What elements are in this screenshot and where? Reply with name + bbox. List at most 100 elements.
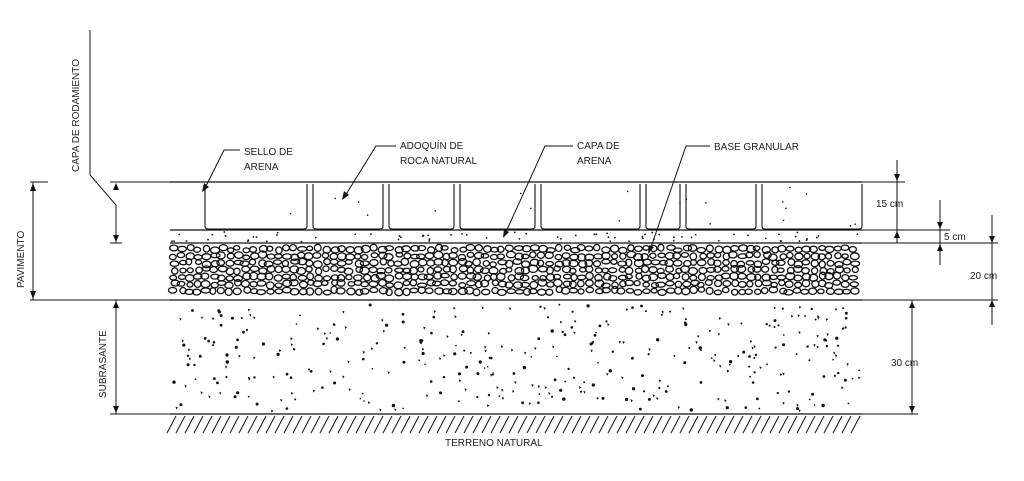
- subgrade-grain: [394, 408, 397, 412]
- hatch-line: [490, 415, 501, 434]
- hatch-line: [832, 415, 843, 434]
- subgrade-grain: [658, 387, 661, 390]
- hatch-line: [463, 415, 474, 434]
- gravel-stone: [331, 279, 339, 287]
- subgrade-grain: [299, 314, 301, 317]
- gravel-stone: [841, 253, 849, 259]
- capa-rodamiento-label: CAPA DE RODAMIENTO: [71, 59, 82, 172]
- gravel-stone: [296, 245, 308, 252]
- gravel-stone: [423, 273, 434, 281]
- subgrade-grain: [607, 323, 610, 327]
- subgrade-grain: [335, 337, 339, 341]
- subgrade-grain: [719, 364, 722, 368]
- gravel-stone: [810, 259, 819, 268]
- gravel-stone: [289, 287, 300, 296]
- gravel-stone: [504, 244, 514, 252]
- gravel-stone: [610, 258, 618, 265]
- gravel-stone: [225, 267, 235, 276]
- gravel-stone: [761, 258, 771, 266]
- gravel-stone: [433, 250, 444, 260]
- gravel-stone: [458, 265, 469, 273]
- subgrade-grain: [289, 376, 293, 380]
- gravel-stone: [185, 258, 193, 266]
- subgrade-grain: [293, 348, 296, 351]
- gravel-stone: [306, 245, 314, 252]
- subgrade-grain: [312, 389, 316, 393]
- subgrade-grain: [846, 362, 849, 366]
- gravel-stone: [288, 243, 298, 252]
- sand-dot: [609, 240, 612, 243]
- subgrade-grain: [238, 354, 241, 358]
- subgrade-grain: [835, 336, 839, 340]
- gravel-stone: [457, 253, 467, 262]
- subgrade-grain: [598, 324, 602, 328]
- gravel-stone: [195, 266, 204, 274]
- hatch-line: [355, 415, 366, 434]
- hatch-line: [400, 415, 411, 434]
- subgrade-grain: [641, 374, 644, 378]
- gravel-stone: [255, 288, 267, 296]
- gravel-stone: [480, 288, 491, 296]
- gravel-stone: [167, 286, 178, 294]
- subgrade-grain: [188, 357, 192, 361]
- gravel-stone: [240, 279, 251, 288]
- gravel-stone: [730, 288, 739, 296]
- sand-dot: [223, 231, 226, 233]
- subgrade-grain: [630, 399, 633, 403]
- sand-dot: [518, 237, 521, 240]
- hatch-line: [841, 415, 852, 434]
- gravel-stone: [666, 287, 676, 294]
- gravel-stone: [635, 272, 643, 280]
- gravel-stone: [682, 280, 692, 288]
- subgrade-grain: [347, 360, 350, 364]
- sand-dot: [173, 240, 175, 243]
- paver-block: [685, 184, 757, 230]
- gravel-stone: [417, 244, 427, 252]
- subgrade-grain: [362, 350, 366, 354]
- sand-dot: [525, 232, 528, 235]
- subgrade-grain: [207, 339, 210, 343]
- sand-dot: [428, 240, 431, 242]
- gravel-stone: [713, 289, 723, 296]
- gravel-stone: [672, 247, 683, 254]
- hatch-line: [220, 415, 231, 434]
- subgrade-grain: [443, 354, 446, 358]
- gravel-stone: [200, 279, 211, 289]
- gravel-stone: [779, 287, 788, 295]
- gravel-stone: [775, 259, 786, 267]
- subgrade-grain: [833, 374, 837, 377]
- gravel-stone: [584, 279, 594, 287]
- subgrade-grain: [184, 384, 187, 388]
- gravel-stone: [675, 267, 683, 274]
- gravel-stone: [672, 272, 681, 280]
- subgrade-grain: [660, 313, 663, 316]
- gravel-stone: [177, 245, 188, 253]
- gravel-stone: [512, 281, 524, 289]
- hatch-line: [364, 415, 375, 434]
- subgrade-grain: [593, 333, 597, 337]
- subrasante-label: SUBRASANTE: [98, 330, 109, 398]
- gravel-stone: [505, 250, 517, 259]
- gravel-stone: [393, 281, 404, 290]
- hatch-line: [256, 415, 267, 434]
- subgrade-grain: [744, 406, 748, 409]
- subgrade-grain: [552, 345, 555, 349]
- gravel-stone: [402, 272, 413, 281]
- gravel-stone: [242, 272, 252, 281]
- gravel-stone: [305, 287, 315, 296]
- pavimento-label: PAVIMENTO: [16, 231, 27, 288]
- subgrade-grain: [639, 407, 642, 411]
- gravel-stone: [186, 281, 194, 288]
- gravel-stone: [440, 245, 449, 251]
- sand-dot: [300, 240, 303, 243]
- sand-dot: [211, 233, 214, 236]
- dim-20cm: 20 cm: [970, 271, 997, 282]
- gravel-stone: [448, 287, 458, 296]
- hatch-line: [616, 415, 627, 434]
- gravel-stone: [801, 245, 812, 253]
- subgrade-grain: [595, 331, 597, 334]
- subgrade-grain: [249, 313, 252, 317]
- gravel-stone: [248, 258, 257, 266]
- capa-arena-label-1: CAPA DE: [577, 141, 620, 152]
- subgrade-grain: [198, 354, 202, 358]
